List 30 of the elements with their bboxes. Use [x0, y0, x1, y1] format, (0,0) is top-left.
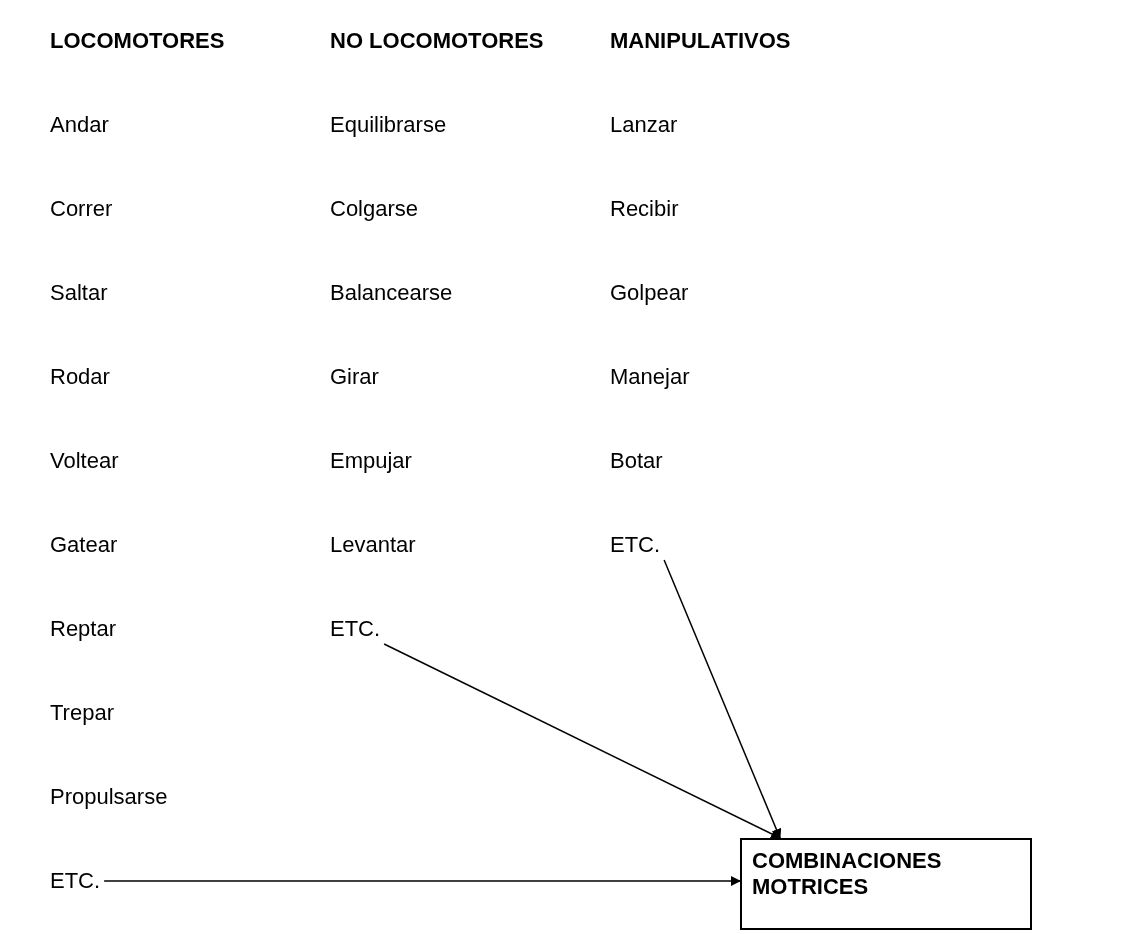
result-box: COMBINACIONES MOTRICES — [740, 838, 1032, 930]
movement-label: Correr — [50, 196, 113, 222]
movement-label: Voltear — [50, 448, 119, 474]
etc-label: ETC. — [610, 532, 661, 558]
movement-label: Colgarse — [330, 196, 419, 222]
movement-label: Empujar — [330, 448, 412, 474]
movement-label: Saltar — [50, 280, 108, 306]
movement-label: Golpear — [610, 280, 689, 306]
movement-label: Andar — [50, 112, 109, 138]
movement-label: Botar — [610, 448, 663, 474]
etc-label: ETC. — [330, 616, 381, 642]
movement-label: Gatear — [50, 532, 118, 558]
arrow — [663, 559, 782, 839]
arrow — [383, 643, 781, 839]
column-heading: MANIPULATIVOS — [610, 28, 791, 54]
movement-label: Propulsarse — [50, 784, 168, 810]
movement-label: Lanzar — [610, 112, 678, 138]
movement-label: Levantar — [330, 532, 416, 558]
movement-label: Trepar — [50, 700, 114, 726]
column-heading: LOCOMOTORES — [50, 28, 225, 54]
column-heading: NO LOCOMOTORES — [330, 28, 544, 54]
movement-label: Manejar — [610, 364, 690, 390]
movement-label: Equilibrarse — [330, 112, 447, 138]
movement-label: Girar — [330, 364, 379, 390]
movement-label: Reptar — [50, 616, 117, 642]
movement-label: Balancearse — [330, 280, 453, 306]
movement-label: Rodar — [50, 364, 110, 390]
etc-label: ETC. — [50, 868, 101, 894]
arrow — [103, 876, 741, 886]
movement-label: Recibir — [610, 196, 679, 222]
